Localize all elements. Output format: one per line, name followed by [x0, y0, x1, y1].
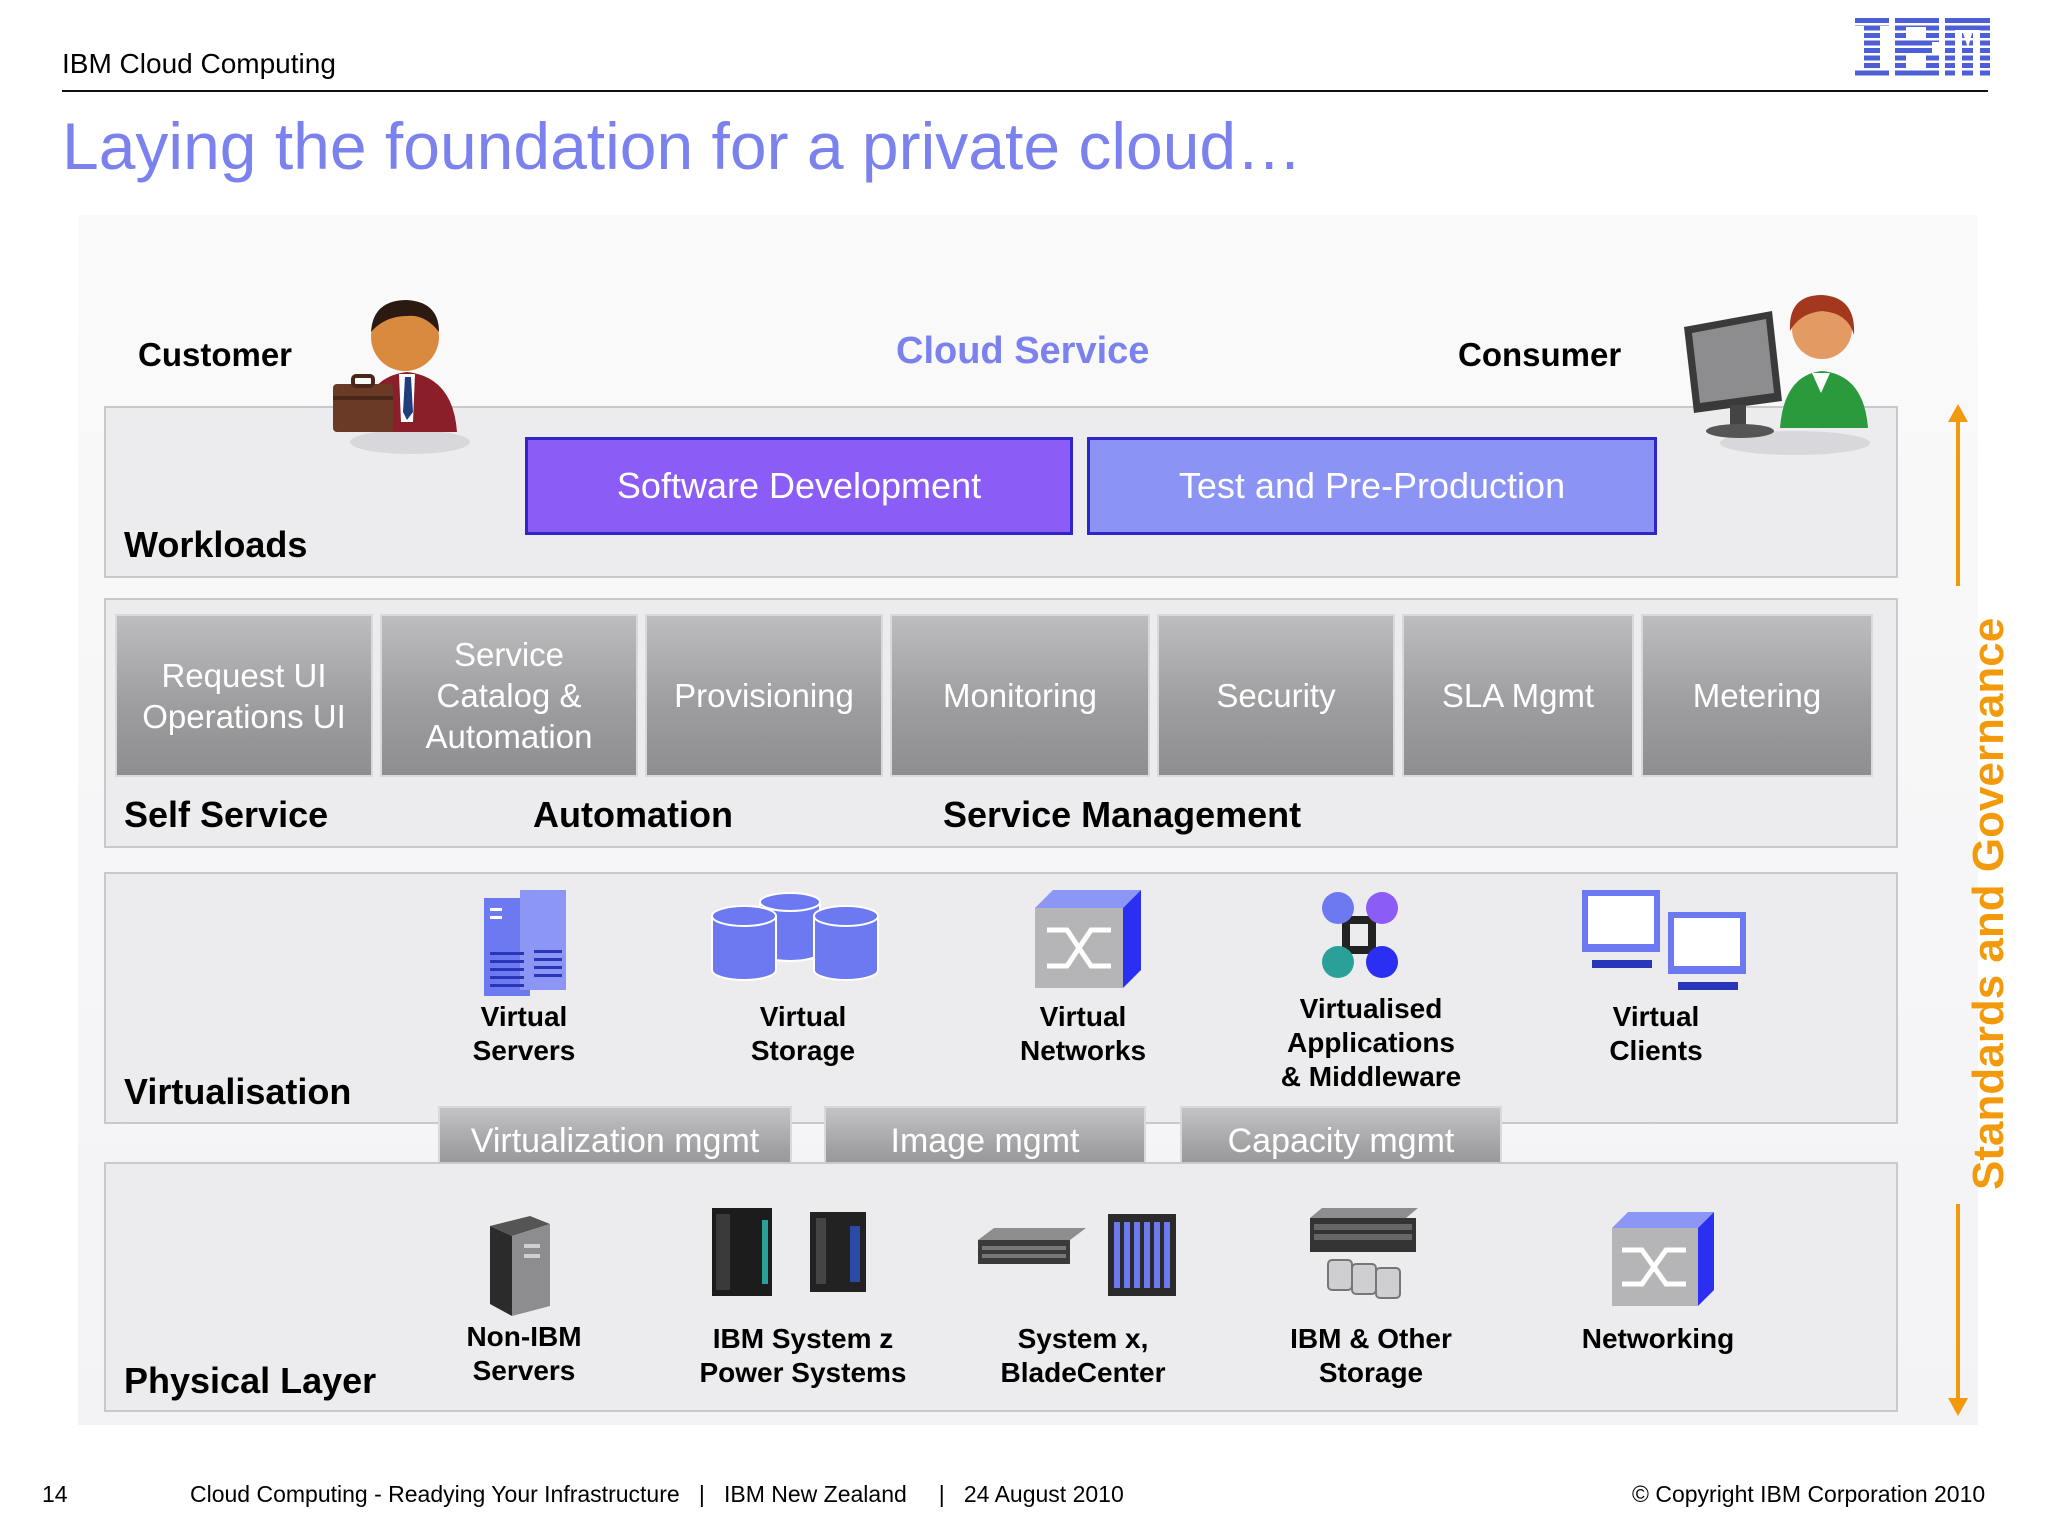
non-ibm-server-icon [490, 1216, 550, 1316]
service-catalog-tile: Service Catalog & Automation [380, 614, 638, 777]
provisioning-tile: Provisioning [645, 614, 883, 777]
consumer-computer-user-icon [1684, 295, 1870, 455]
header-title: IBM Cloud Computing [62, 48, 336, 79]
service-catalog-label: Service Catalog & Automation [425, 636, 593, 755]
cloud-service-label: Cloud Service [896, 330, 1150, 372]
networking-label: Networking [1581, 1323, 1735, 1354]
virtual-networks-icon [1035, 890, 1141, 988]
footer-text: Cloud Computing - Readying Your Infrastr… [190, 1481, 1124, 1507]
ibm-logo [1855, 18, 1990, 78]
physical-layer-label: Physical Layer [124, 1360, 377, 1401]
request-ops-ui-label: Request UI Operations UI [142, 656, 346, 735]
virtual-clients-icon [1582, 890, 1746, 990]
slide-title: Laying the foundation for a private clou… [62, 109, 1303, 183]
ibm-other-storage-label: IBM & Other Storage [1290, 1323, 1452, 1388]
virtualised-apps-label: Virtualised Applications & Middleware [1280, 993, 1462, 1092]
page-number: 14 [42, 1481, 68, 1507]
customer-businessman-icon [333, 300, 470, 454]
system-z-power-label: IBM System z Power Systems [699, 1323, 907, 1388]
non-ibm-servers-label: Non-IBM Servers [466, 1321, 582, 1386]
header-divider [62, 90, 1988, 92]
system-x-bladecenter-icon [978, 1214, 1176, 1296]
software-development-box: Software Development [525, 437, 1073, 535]
metering-tile: Metering [1641, 614, 1873, 777]
virtual-storage-icon [711, 892, 879, 981]
system-z-power-icon [712, 1208, 866, 1296]
networking-switch-icon [1612, 1212, 1714, 1306]
virtual-servers-label: Virtual Servers [472, 1001, 576, 1066]
workloads-label: Workloads [124, 524, 308, 565]
self-service-label: Self Service [124, 794, 329, 835]
standards-governance-label: Standards and Governance [1964, 617, 2013, 1190]
governance-arrow [1948, 404, 1968, 1416]
virtualisation-label: Virtualisation [124, 1071, 352, 1112]
consumer-label: Consumer [1458, 336, 1622, 373]
test-preproduction-box: Test and Pre-Production [1087, 437, 1657, 535]
physical-layer [104, 1162, 1898, 1412]
ibm-storage-icon [1310, 1208, 1418, 1299]
virtual-storage-label: Virtual Storage [750, 1001, 856, 1066]
virtual-servers-icon [484, 890, 566, 996]
monitoring-tile: Monitoring [890, 614, 1150, 777]
sla-mgmt-tile: SLA Mgmt [1402, 614, 1634, 777]
security-tile: Security [1157, 614, 1395, 777]
system-x-bladecenter-label: System x, BladeCenter [1000, 1323, 1166, 1388]
virtualised-apps-icon [1322, 892, 1398, 978]
virtual-clients-label: Virtual Clients [1609, 1001, 1703, 1066]
request-ops-ui-tile: Request UI Operations UI [115, 614, 373, 777]
virtual-networks-label: Virtual Networks [1019, 1001, 1147, 1066]
service-management-label: Service Management [943, 794, 1302, 835]
automation-label: Automation [533, 794, 733, 835]
copyright: © Copyright IBM Corporation 2010 [1632, 1481, 1986, 1507]
customer-label: Customer [138, 336, 293, 373]
